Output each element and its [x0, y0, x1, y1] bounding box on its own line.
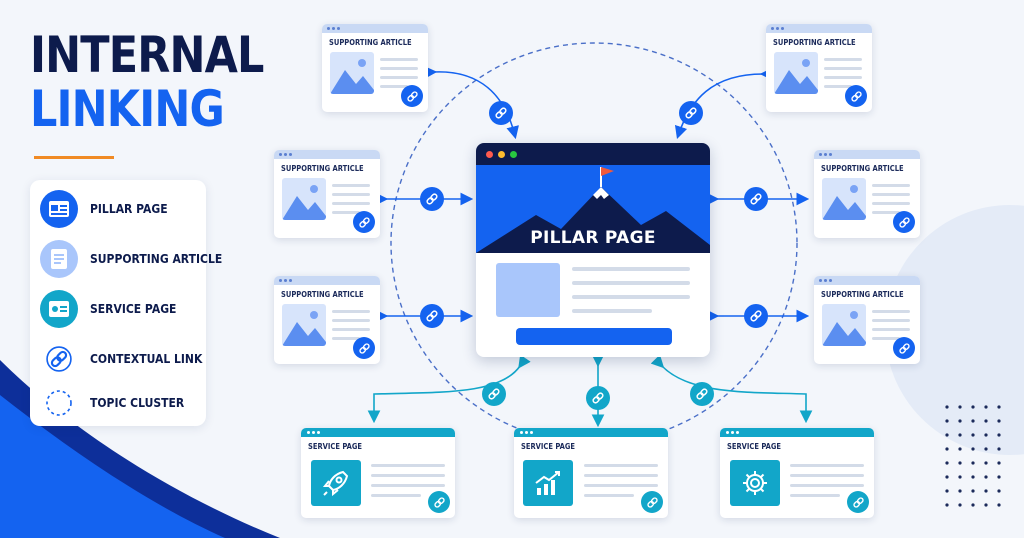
- title-underline: [34, 156, 114, 159]
- card-title: SERVICE PAGE: [521, 442, 576, 451]
- image-placeholder-icon: [774, 52, 818, 94]
- supporting-article-card[interactable]: SUPPORTING ARTICLE: [274, 150, 380, 238]
- window-bar: [514, 428, 668, 437]
- legend-item-topic-cluster: TOPIC CLUSTER: [40, 384, 195, 422]
- legend-label: TOPIC CLUSTER: [90, 396, 185, 410]
- window-bar: [814, 276, 920, 285]
- link-icon[interactable]: [893, 211, 915, 233]
- rocket-icon: [311, 460, 361, 506]
- image-placeholder-icon: [282, 178, 326, 220]
- image-placeholder-icon: [282, 304, 326, 346]
- cta-button[interactable]: [516, 328, 672, 345]
- page-title: INTERNAL LINKING: [30, 28, 264, 136]
- link-badge: [482, 382, 506, 406]
- service-page-card[interactable]: SERVICE PAGE: [720, 428, 874, 518]
- supporting-article-icon: [40, 240, 78, 278]
- connector-top-right: [674, 67, 773, 140]
- card-title: SUPPORTING ARTICLE: [329, 38, 412, 47]
- service-page-card[interactable]: SERVICE PAGE: [301, 428, 455, 518]
- image-placeholder-icon: [822, 178, 866, 220]
- link-icon[interactable]: [401, 85, 423, 107]
- image-placeholder: [496, 263, 560, 317]
- image-placeholder-icon: [822, 304, 866, 346]
- link-icon[interactable]: [353, 337, 375, 359]
- connector-bottom-left: [367, 354, 531, 424]
- image-placeholder-icon: [330, 52, 374, 94]
- link-icon[interactable]: [641, 491, 663, 513]
- link-icon: [696, 388, 708, 400]
- link-badge: [744, 304, 768, 328]
- legend-panel: PILLAR PAGE SUPPORTING ARTICLE SERVICE P…: [30, 180, 222, 426]
- link-badge: [489, 101, 513, 125]
- link-icon[interactable]: [353, 211, 375, 233]
- title-line-1: INTERNAL: [30, 26, 264, 84]
- window-bar: [476, 143, 710, 165]
- card-title: SUPPORTING ARTICLE: [773, 38, 856, 47]
- link-icon[interactable]: [893, 337, 915, 359]
- link-badge: [586, 386, 610, 410]
- title-line-2: LINKING: [30, 80, 225, 138]
- window-bar: [766, 24, 872, 33]
- mountain-flag-icon: [476, 165, 710, 253]
- link-icon: [495, 107, 507, 119]
- link-badge: [420, 187, 444, 211]
- link-icon[interactable]: [847, 491, 869, 513]
- card-title: SERVICE PAGE: [308, 442, 363, 451]
- card-title: SUPPORTING ARTICLE: [281, 164, 364, 173]
- link-badge: [420, 304, 444, 328]
- contextual-link-icon: [40, 340, 78, 378]
- card-title: SUPPORTING ARTICLE: [821, 290, 904, 299]
- card-title: SERVICE PAGE: [727, 442, 782, 451]
- pillar-page-title: PILLAR PAGE: [530, 228, 656, 248]
- connector-bottom-right: [650, 354, 813, 424]
- window-bar: [720, 428, 874, 437]
- link-badge: [744, 187, 768, 211]
- supporting-article-card[interactable]: SUPPORTING ARTICLE: [814, 150, 920, 238]
- link-icon: [488, 388, 500, 400]
- service-page-card[interactable]: SERVICE PAGE: [514, 428, 668, 518]
- legend-item-pillar-page: PILLAR PAGE: [40, 190, 176, 228]
- legend-item-service-page: SERVICE PAGE: [40, 290, 186, 328]
- topic-cluster-icon: [40, 384, 78, 422]
- gear-icon: [730, 460, 780, 506]
- growth-chart-icon: [523, 460, 573, 506]
- link-icon: [750, 310, 762, 322]
- link-icon[interactable]: [428, 491, 450, 513]
- link-icon: [426, 193, 438, 205]
- legend-label: CONTEXTUAL LINK: [90, 352, 203, 366]
- window-bar: [274, 276, 380, 285]
- supporting-article-card[interactable]: SUPPORTING ARTICLE: [814, 276, 920, 364]
- window-bar: [814, 150, 920, 159]
- supporting-article-card[interactable]: SUPPORTING ARTICLE: [274, 276, 380, 364]
- supporting-article-card[interactable]: SUPPORTING ARTICLE: [766, 24, 872, 112]
- dot-grid-decoration: [945, 405, 1001, 507]
- link-icon: [750, 193, 762, 205]
- link-icon: [685, 107, 697, 119]
- service-page-icon: [40, 290, 78, 328]
- connector-top-left: [424, 66, 519, 140]
- link-icon: [426, 310, 438, 322]
- window-bar: [301, 428, 455, 437]
- link-icon: [592, 392, 604, 404]
- pillar-page-icon: [40, 190, 78, 228]
- window-bar: [322, 24, 428, 33]
- supporting-article-card[interactable]: SUPPORTING ARTICLE: [322, 24, 428, 112]
- link-badge: [690, 382, 714, 406]
- link-icon[interactable]: [845, 85, 867, 107]
- legend-item-supporting-article: SUPPORTING ARTICLE: [40, 240, 237, 278]
- legend-label: PILLAR PAGE: [90, 202, 168, 216]
- window-bar: [274, 150, 380, 159]
- card-title: SUPPORTING ARTICLE: [281, 290, 364, 299]
- legend-item-contextual-link: CONTEXTUAL LINK: [40, 340, 215, 378]
- card-title: SUPPORTING ARTICLE: [821, 164, 904, 173]
- legend-label: SERVICE PAGE: [90, 302, 177, 316]
- link-badge: [679, 101, 703, 125]
- legend-label: SUPPORTING ARTICLE: [90, 252, 223, 266]
- pillar-page-card[interactable]: [476, 143, 710, 357]
